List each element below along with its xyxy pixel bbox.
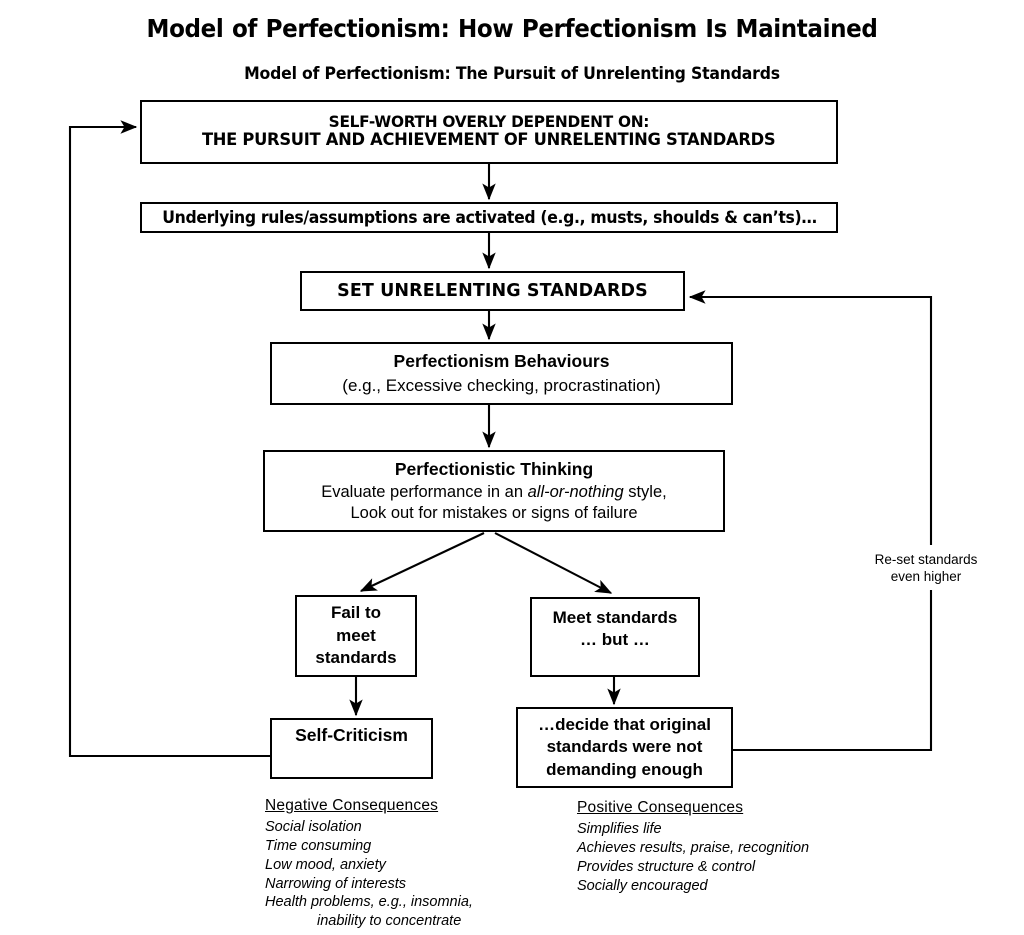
edge-decide-to-setstandards-upper bbox=[688, 290, 933, 545]
node-meet-line1: Meet standards bbox=[552, 608, 678, 627]
list-item: Low mood, anxiety bbox=[265, 856, 386, 873]
node-perfectionistic-thinking: Perfectionistic Thinking Evaluate perfor… bbox=[263, 450, 725, 532]
page-subtitle: Model of Perfectionism: The Pursuit of U… bbox=[244, 64, 780, 83]
positive-consequences-heading: Positive Consequences bbox=[577, 799, 744, 816]
node-perfectionism-behaviours-detail: (e.g., Excessive checking, procrastinati… bbox=[342, 376, 661, 396]
thinking-text-a: Evaluate performance in an bbox=[321, 483, 528, 502]
negative-consequences-block: Negative Consequences Social isolation T… bbox=[265, 797, 473, 931]
negative-consequences-list: Social isolation Time consuming Low mood… bbox=[265, 818, 473, 931]
node-perfectionistic-thinking-detail-1: Evaluate performance in an all-or-nothin… bbox=[321, 482, 667, 503]
node-self-criticism-line1: Self-Criticism bbox=[295, 725, 408, 745]
node-fail-line3: standards bbox=[315, 648, 397, 668]
node-perfectionistic-thinking-title: Perfectionistic Thinking bbox=[394, 458, 594, 479]
node-meet-standards: Meet standards … but … bbox=[530, 597, 700, 677]
positive-consequences-list: Simplifies life Achieves results, praise… bbox=[577, 820, 809, 895]
node-decide-standards-not-demanding: …decide that original standards were not… bbox=[516, 707, 733, 788]
node-perfectionism-behaviours-title: Perfectionism Behaviours bbox=[393, 350, 610, 371]
thinking-emphasis: all-or-nothing bbox=[527, 483, 624, 502]
node-underlying-rules-line1: Underlying rules/assumptions are activat… bbox=[161, 207, 817, 227]
node-set-unrelenting-standards-line1: SET UNRELENTING STANDARDS bbox=[337, 280, 648, 301]
list-item: Achieves results, praise, recognition bbox=[577, 839, 810, 856]
list-item: Socially encouraged bbox=[577, 877, 708, 894]
edge-label-reset-standards-line2: even higher bbox=[890, 569, 962, 585]
node-perfectionistic-thinking-detail-2: Look out for mistakes or signs of failur… bbox=[350, 503, 638, 522]
list-item: Time consuming bbox=[265, 837, 372, 854]
list-item: Provides structure & control bbox=[577, 858, 756, 875]
node-meet-line2: … but … bbox=[580, 630, 650, 650]
edge-label-reset-standards: Re-set standards even higher bbox=[860, 548, 992, 589]
node-self-criticism: Self-Criticism bbox=[270, 718, 433, 779]
list-item: inability to concentrate bbox=[317, 913, 462, 930]
node-perfectionism-behaviours: Perfectionism Behaviours (e.g., Excessiv… bbox=[270, 342, 733, 405]
edge-decide-to-setstandards-lower bbox=[733, 590, 933, 752]
list-item: Health problems, e.g., insomnia, bbox=[265, 894, 473, 911]
node-self-worth-line1: SELF-WORTH OVERLY DEPENDENT ON: bbox=[328, 111, 650, 131]
node-decide-line3: demanding enough bbox=[546, 759, 703, 779]
node-self-worth: SELF-WORTH OVERLY DEPENDENT ON: THE PURS… bbox=[140, 100, 838, 164]
negative-consequences-heading: Negative Consequences bbox=[265, 797, 439, 814]
node-fail-line1: Fail to bbox=[330, 603, 382, 623]
page-title: Model of Perfectionism: How Perfectionis… bbox=[146, 14, 878, 43]
node-set-unrelenting-standards: SET UNRELENTING STANDARDS bbox=[300, 271, 685, 311]
edge-thinking-to-meet bbox=[494, 532, 613, 594]
edge-label-reset-standards-line1: Re-set standards bbox=[874, 552, 978, 567]
node-decide-line2: standards were not bbox=[546, 737, 703, 757]
positive-consequences-block: Positive Consequences Simplifies life Ac… bbox=[577, 799, 809, 895]
node-decide-line1: …decide that original bbox=[538, 715, 711, 735]
list-item: Narrowing of interests bbox=[265, 875, 407, 892]
node-fail-line2: meet bbox=[336, 625, 376, 645]
node-fail-to-meet-standards: Fail to meet standards bbox=[295, 595, 417, 677]
list-item: Simplifies life bbox=[577, 821, 662, 837]
node-self-worth-line2: THE PURSUIT AND ACHIEVEMENT OF UNRELENTI… bbox=[202, 130, 776, 151]
edge-thinking-to-fail bbox=[359, 532, 485, 592]
node-underlying-rules: Underlying rules/assumptions are activat… bbox=[140, 202, 838, 233]
list-item: Social isolation bbox=[265, 819, 362, 835]
thinking-text-c: style, bbox=[623, 483, 667, 502]
